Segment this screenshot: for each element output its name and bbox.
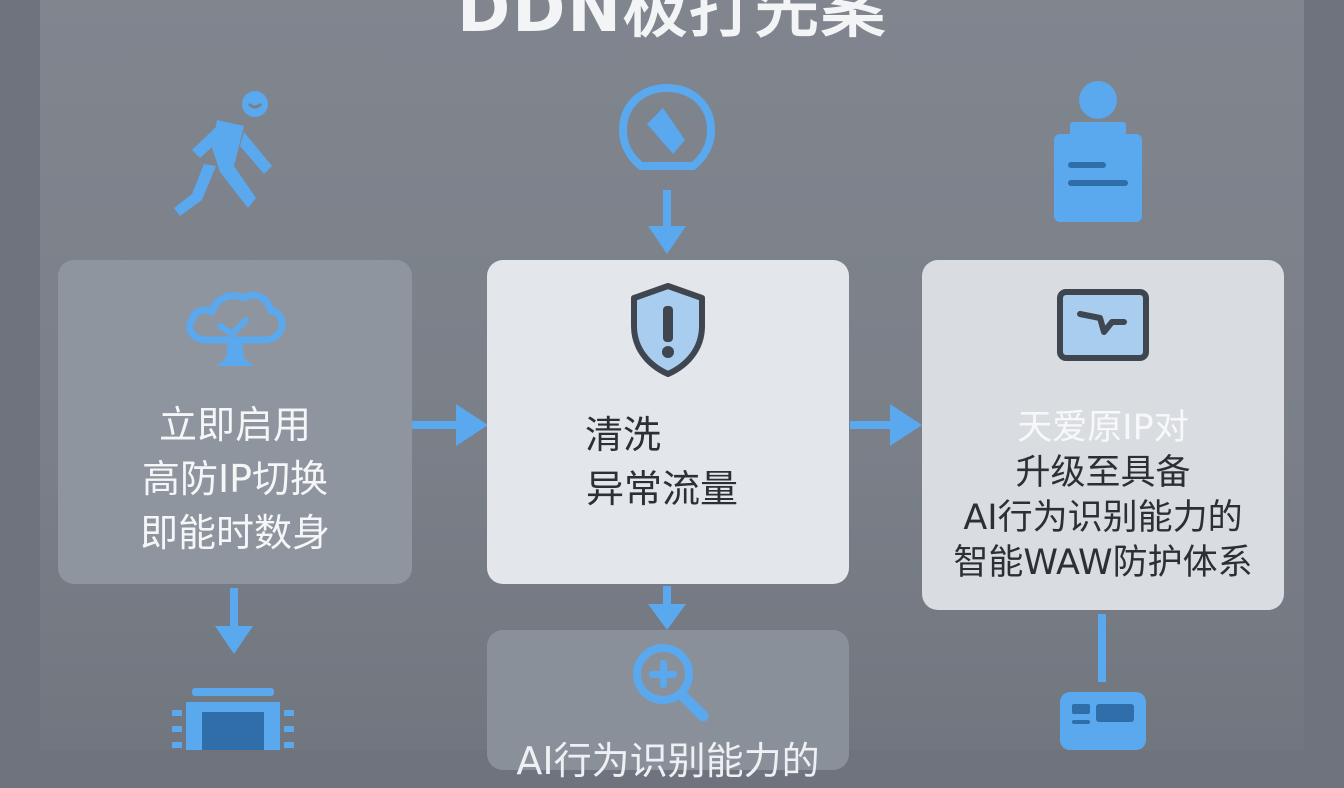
walking-person-icon bbox=[172, 88, 282, 223]
step-box-bottom: AI行为识别能力的 bbox=[487, 630, 849, 783]
right-box-line-2: 升级至具备 bbox=[1015, 453, 1191, 493]
right-box-line-3: AI行为识别能力的 bbox=[963, 498, 1243, 538]
chip-icon bbox=[172, 688, 294, 750]
bottom-box-line-1: AI行为识别能力的 bbox=[516, 739, 820, 783]
connector-line-right bbox=[1096, 614, 1108, 682]
cloud-tree-icon bbox=[180, 286, 290, 370]
shield-alert-icon bbox=[628, 282, 708, 378]
left-box-line-2: 高防IP切换 bbox=[141, 457, 329, 501]
arrow-down-top-mid bbox=[646, 190, 688, 256]
user-clipboard-icon bbox=[1052, 80, 1144, 222]
mid-box-line-1: 清洗 bbox=[584, 413, 661, 457]
left-box-line-3: 即能时数身 bbox=[139, 511, 330, 555]
right-box-line-1: 天爱原IP对 bbox=[1017, 408, 1189, 448]
step-box-middle: 清洗 异常流量 bbox=[487, 260, 849, 584]
mid-box-line-2: 异常流量 bbox=[585, 467, 738, 511]
arrow-down-mid bbox=[646, 586, 688, 632]
zoom-in-icon bbox=[629, 640, 709, 724]
arrow-right-left-to-mid bbox=[412, 402, 490, 448]
right-box-line-4: 智能WAW防护体系 bbox=[953, 543, 1253, 583]
gauge-icon bbox=[617, 82, 717, 174]
arrow-down-left bbox=[213, 588, 255, 656]
diagram-title: DDN极打先案 bbox=[457, 0, 887, 47]
step-box-right: 天爱原IP对 升级至具备 AI行为识别能力的 智能WAW防护体系 bbox=[922, 260, 1284, 610]
device-icon bbox=[1058, 684, 1148, 750]
monitor-icon bbox=[1056, 288, 1150, 362]
arrow-right-mid-to-right bbox=[850, 402, 924, 448]
step-box-left: 立即启用 高防IP切换 即能时数身 bbox=[58, 260, 412, 584]
left-box-line-1: 立即启用 bbox=[158, 403, 311, 447]
